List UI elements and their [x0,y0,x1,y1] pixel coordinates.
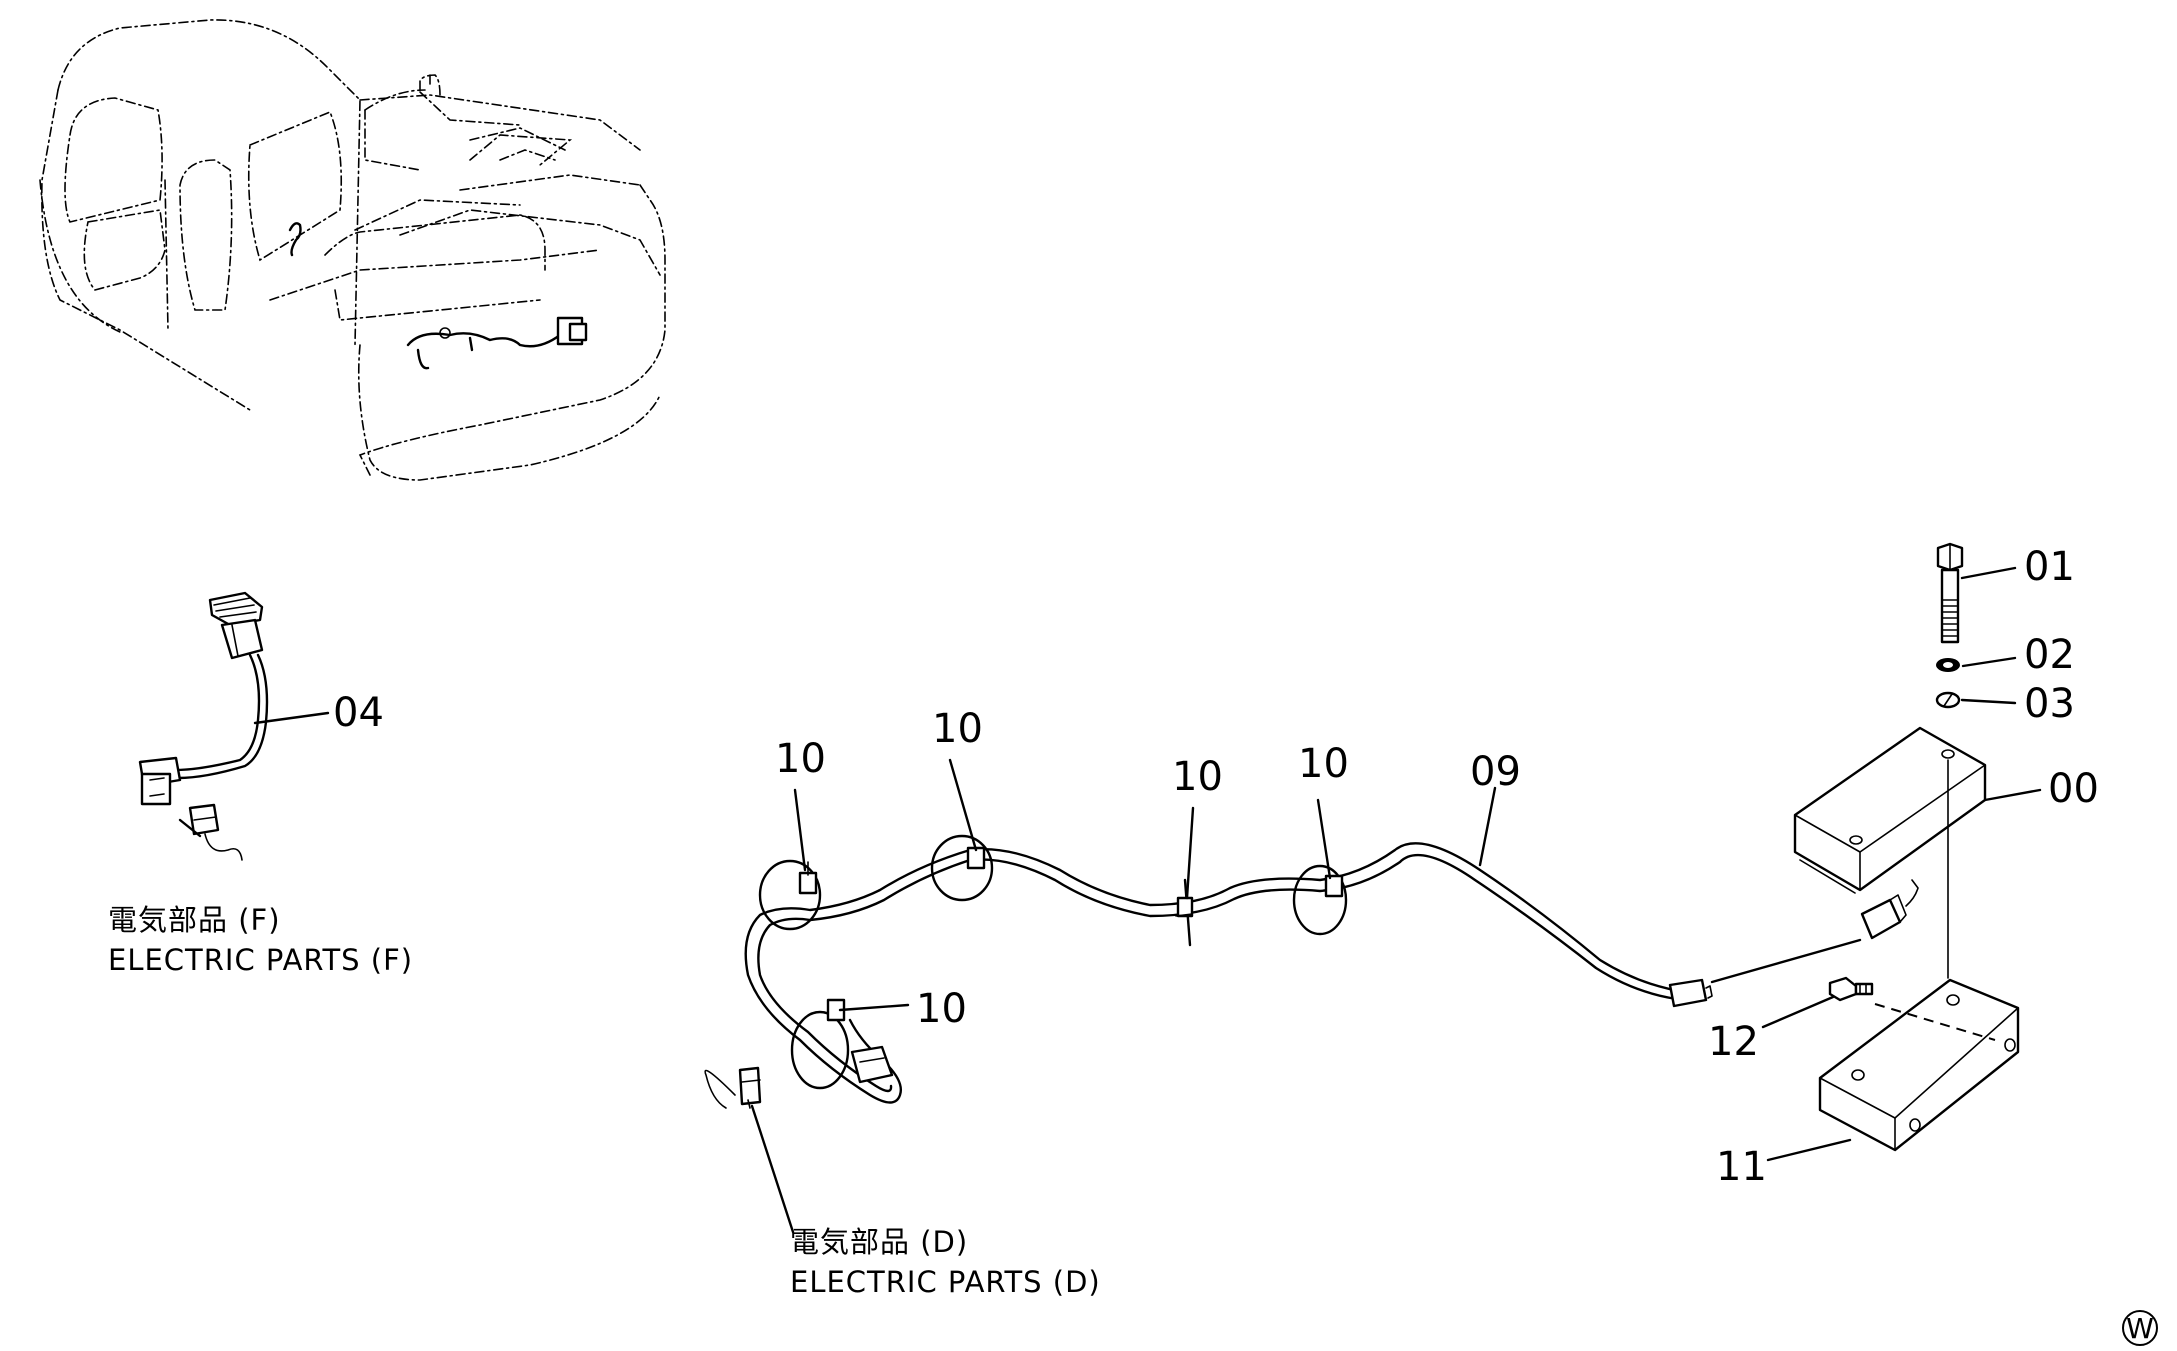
electric-parts-d-en-label: ELECTRIC PARTS (D) [790,1265,1101,1299]
lock-washer-03-illustration [1935,691,1961,709]
electric-parts-d-jp-label: 電気部品 (D) [790,1225,968,1259]
callout-04: 04 [333,690,384,736]
electric-parts-labels: 電気部品 (F) ELECTRIC PARTS (F) 電気部品 (D) ELE… [108,903,1101,1299]
callout-11: 11 [1716,1144,1767,1190]
callout-numbers: 01 02 03 00 04 09 10 10 10 10 10 12 11 [333,544,2099,1190]
harness-09-illustration [704,834,1862,1109]
callout-10-c: 10 [1172,754,1223,800]
bolt-01-illustration [1936,542,1964,644]
callout-02: 02 [2024,632,2075,678]
callout-10-d: 10 [1298,741,1349,787]
controller-00-illustration [1793,726,2020,1152]
electric-parts-f-jp-label: 電気部品 (F) [108,903,281,937]
callout-10-e: 10 [916,986,967,1032]
callout-00: 00 [2048,766,2099,812]
watermark-circle-icon [2122,1310,2158,1346]
screw-12-illustration [1828,976,1874,1002]
harness-04-illustration [138,591,269,861]
callout-01: 01 [2024,544,2075,590]
leader-lines [178,566,2042,1234]
watermark-letter: W [2126,1312,2154,1345]
callout-10-b: 10 [932,706,983,752]
callout-10-a: 10 [775,736,826,782]
excavator-overview-illustration [39,19,666,481]
callout-09: 09 [1470,749,1521,795]
electric-parts-f-en-label: ELECTRIC PARTS (F) [108,943,413,977]
callout-12: 12 [1708,1019,1759,1065]
watermark-badge: W [2122,1310,2158,1346]
washer-02-illustration [1936,658,1960,672]
callout-03: 03 [2024,681,2075,727]
